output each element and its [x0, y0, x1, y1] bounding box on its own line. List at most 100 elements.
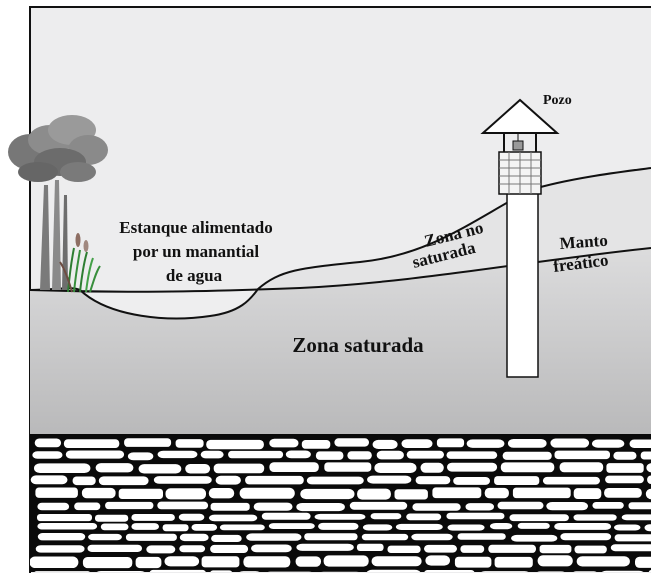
bedrock-stone: [131, 523, 159, 530]
bedrock-stone: [267, 571, 312, 572]
bedrock-stone: [349, 501, 408, 510]
bucket-icon: [512, 140, 524, 151]
reeds-icon: [59, 233, 101, 293]
bedrock-stone: [436, 438, 465, 448]
bedrock-stone: [457, 533, 506, 540]
bedrock-stone: [550, 438, 590, 448]
bedrock-stone: [98, 476, 149, 486]
bedrock-stone: [208, 514, 258, 522]
bedrock-stone: [648, 569, 651, 572]
water-table-label-line1: Manto: [559, 231, 608, 253]
bedrock-stone: [206, 439, 264, 450]
bedrock-stone: [481, 571, 529, 572]
bedrock-stone: [306, 476, 364, 485]
bedrock-stone: [87, 544, 142, 552]
bedrock-stone: [614, 524, 641, 531]
bedrock-stone: [635, 556, 651, 568]
bedrock-stone: [285, 450, 311, 459]
bedrock-stone: [395, 523, 443, 530]
bedrock-stone: [539, 544, 572, 554]
bedrock-stone: [296, 503, 345, 512]
bedrock-stone: [30, 475, 68, 485]
bedrock-stone: [559, 462, 604, 473]
bedrock-stone: [118, 488, 163, 499]
well-label: Pozo: [543, 93, 572, 108]
bedrock-stone: [146, 545, 176, 554]
bedrock-stone: [511, 534, 558, 542]
bedrock-stone: [213, 463, 265, 474]
bedrock-stone: [34, 571, 90, 572]
bedrock-stone: [81, 487, 116, 499]
bedrock-stone: [573, 571, 597, 572]
bedrock-stone: [35, 545, 85, 553]
bedrock-stone: [488, 544, 536, 553]
bedrock-stone: [361, 533, 409, 541]
pond: [80, 289, 258, 319]
bedrock-stone: [95, 463, 134, 473]
bedrock-stone: [95, 514, 129, 522]
bedrock-stone: [127, 452, 154, 461]
bedrock-stone: [347, 451, 372, 460]
bedrock-stone: [315, 451, 344, 460]
bedrock-stone: [32, 451, 63, 459]
bedrock-stone: [606, 463, 644, 473]
bedrock-stone: [65, 450, 125, 459]
bedrock-stone: [512, 487, 571, 499]
bedrock-stone: [454, 556, 492, 568]
bedrock-stone: [610, 544, 651, 552]
bedrock-stone: [157, 501, 209, 510]
bedrock-stone: [425, 555, 450, 566]
bedrock-stone: [502, 451, 552, 460]
bedrock-stone: [387, 545, 421, 553]
bedrock-stone: [63, 439, 120, 448]
bedrock-stone: [124, 438, 172, 447]
bedrock-stone: [178, 513, 205, 521]
bedrock-stone: [406, 450, 444, 459]
bedrock-stone: [494, 556, 533, 568]
bedrock-stone: [35, 487, 78, 498]
bedrock-stone: [200, 450, 224, 459]
bedrock-stone: [239, 571, 260, 572]
bedrock-stone: [131, 514, 175, 521]
bedrock-stone: [201, 556, 240, 568]
bedrock-stone: [371, 556, 422, 567]
bedrock-stone: [366, 569, 421, 572]
bedrock-stone: [149, 569, 206, 572]
bedrock-stone: [494, 476, 540, 485]
bedrock-stone: [420, 462, 444, 473]
bedrock-stone: [105, 501, 154, 510]
bedrock-stone: [517, 522, 550, 529]
bedrock-stone: [208, 488, 235, 499]
bedrock-stone: [560, 533, 612, 541]
bedrock-stone: [74, 502, 101, 511]
bedrock-stone: [268, 523, 315, 529]
bedrock-stone: [245, 475, 304, 485]
bedrock-stone: [573, 514, 617, 521]
bedrock-stone: [323, 555, 369, 567]
bedrock-stone: [295, 556, 321, 567]
bedrock-stone: [645, 488, 651, 500]
bedrock-stone: [573, 488, 602, 499]
bedrock-stone: [162, 524, 189, 532]
bedrock-stone: [253, 502, 293, 511]
bedrock-stone: [314, 513, 366, 520]
bedrock-stone: [179, 545, 206, 553]
bedrock-stone: [394, 489, 428, 500]
bedrock-stone: [628, 502, 651, 510]
bedrock-stone: [432, 487, 482, 499]
bedrock-stone: [604, 488, 642, 498]
bedrock-stone: [100, 523, 129, 531]
bedrock-stone: [164, 556, 200, 567]
bedrock-stone: [37, 533, 86, 541]
bedrock-stone: [466, 439, 505, 448]
bedrock-stone: [509, 514, 569, 522]
bedrock-stone: [453, 477, 490, 485]
saturated-zone-label: Zona saturada: [292, 333, 424, 357]
pond-label-line3: de agua: [166, 266, 223, 285]
bedrock-stone: [376, 450, 404, 460]
bedrock-stone: [411, 533, 453, 541]
bedrock-stone: [537, 571, 565, 572]
bedrock-stone: [30, 556, 79, 568]
bedrock-stone: [301, 440, 331, 449]
